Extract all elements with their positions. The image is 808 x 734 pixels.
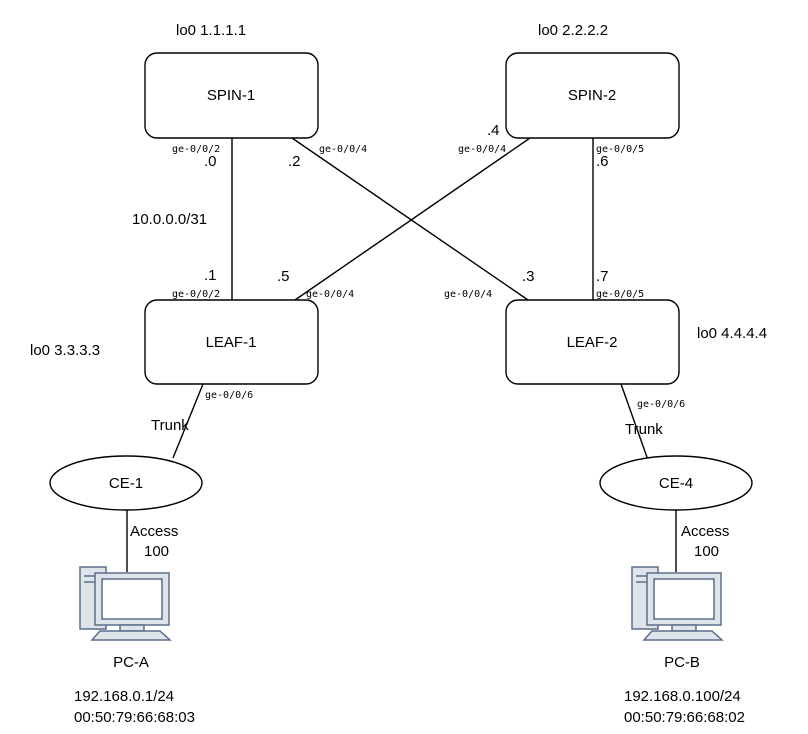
pc-a-ip: 192.168.0.1/24 [74, 688, 174, 705]
ce4-node[interactable]: CE-4 [599, 455, 753, 511]
leaf2-port-spin1: ge-0/0/4 [444, 289, 492, 300]
pc-b-stand [671, 624, 697, 632]
pc-b-node[interactable]: PC-B [631, 566, 724, 671]
ce4-ellipse [599, 455, 753, 511]
leaf1-loopback: lo0 3.3.3.3 [30, 342, 100, 359]
spin1-leaf2-b-addr: .3 [522, 268, 535, 285]
spin2-box [505, 52, 680, 139]
desktop-computer-icon [79, 566, 172, 641]
spin2-leaf2-b-addr: .7 [596, 268, 609, 285]
pc-a-mac: 00:50:79:66:68:03 [74, 709, 195, 726]
pc-a-stand [119, 624, 145, 632]
leaf2-port-ce4: ge-0/0/6 [637, 399, 685, 410]
ce1-node[interactable]: CE-1 [49, 455, 203, 511]
spin2-label: SPIN-2 [568, 87, 616, 104]
leaf2-node[interactable]: LEAF-2 [505, 299, 680, 385]
spin1-leaf2-a-addr: .2 [288, 153, 301, 170]
pc-b-ip: 192.168.0.100/24 [624, 688, 741, 705]
spin2-loopback: lo0 2.2.2.2 [538, 22, 608, 39]
spin1-port-leaf1: ge-0/0/2 [172, 144, 220, 155]
leaf2-label: LEAF-2 [567, 334, 618, 351]
leaf2-ce4-mode: Trunk [625, 421, 663, 438]
spin1-port-leaf2: ge-0/0/4 [319, 144, 367, 155]
pc-a-node[interactable]: PC-A [79, 566, 172, 671]
spin1-label: SPIN-1 [207, 87, 255, 104]
leaf2-loopback: lo0 4.4.4.4 [697, 325, 767, 342]
leaf2-port-spin2: ge-0/0/5 [596, 289, 644, 300]
pc-b-label: PC-B [664, 654, 700, 671]
leaf1-port-spin1: ge-0/0/2 [172, 289, 220, 300]
leaf1-port-ce1: ge-0/0/6 [205, 390, 253, 401]
ce1-ellipse [49, 455, 203, 511]
pc-a-keyboard [90, 630, 172, 641]
pc-b-mac: 00:50:79:66:68:02 [624, 709, 745, 726]
ce1-pca-mode: Access [130, 523, 178, 540]
link-spin1-leaf2 [291, 137, 529, 301]
spin2-port-leaf1: ge-0/0/4 [458, 144, 506, 155]
pc-a-screen [101, 578, 163, 620]
ce1-pca-vlan: 100 [144, 543, 169, 560]
ce1-label: CE-1 [109, 475, 143, 492]
spin1-leaf1-a-addr: .0 [204, 153, 217, 170]
leaf1-ce1-mode: Trunk [151, 417, 189, 434]
spin2-port-leaf2: ge-0/0/5 [596, 144, 644, 155]
desktop-computer-icon [631, 566, 724, 641]
spin1-loopback: lo0 1.1.1.1 [176, 22, 246, 39]
ce4-pcb-vlan: 100 [694, 543, 719, 560]
pc-a-label: PC-A [113, 654, 149, 671]
leaf1-box [144, 299, 319, 385]
leaf1-port-spin2: ge-0/0/4 [306, 289, 354, 300]
spin1-node[interactable]: SPIN-1 [144, 52, 319, 139]
spin2-leaf2-a-addr: .6 [596, 153, 609, 170]
spin1-box [144, 52, 319, 139]
leaf1-node[interactable]: LEAF-1 [144, 299, 319, 385]
spin2-leaf1-a-addr: .4 [487, 122, 500, 139]
spin2-node[interactable]: SPIN-2 [505, 52, 680, 139]
pc-b-keyboard [642, 630, 724, 641]
link-leaf2-ce4 [620, 383, 649, 461]
link-spin2-leaf1 [294, 137, 531, 301]
leaf1-label: LEAF-1 [206, 334, 257, 351]
spin2-leaf1-b-addr: .5 [277, 268, 290, 285]
pc-b-screen [653, 578, 715, 620]
spin1-leaf1-subnet: 10.0.0.0/31 [132, 211, 207, 228]
ce4-label: CE-4 [659, 475, 693, 492]
leaf2-box [505, 299, 680, 385]
link-leaf1-ce1 [172, 383, 204, 459]
ce4-pcb-mode: Access [681, 523, 729, 540]
spin1-leaf1-b-addr: .1 [204, 267, 217, 284]
